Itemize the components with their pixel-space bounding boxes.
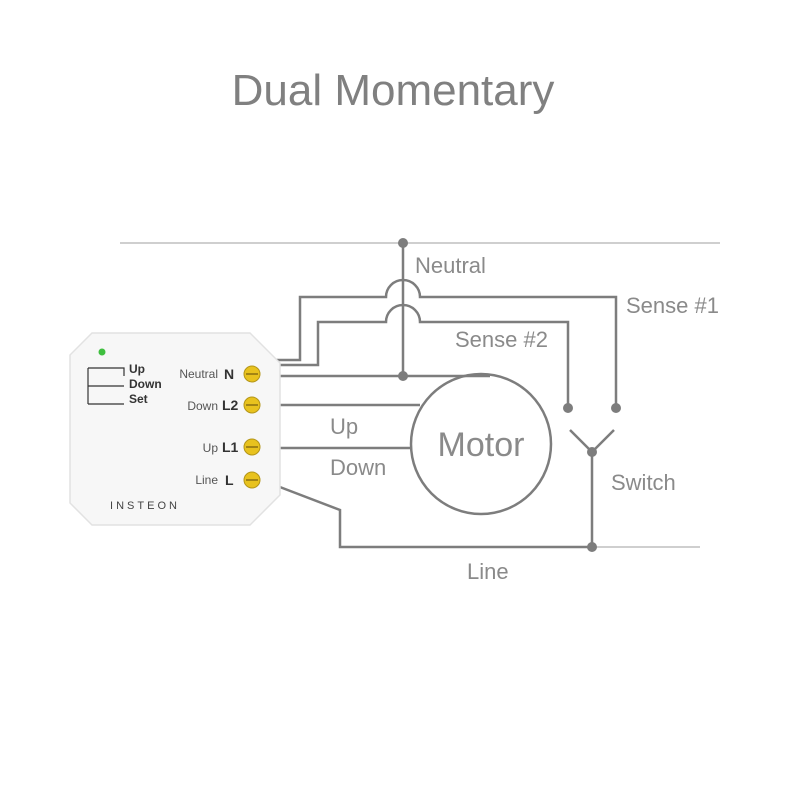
line-label: Line [467,559,509,584]
insteon-logo: INSTEON [110,500,180,512]
terminal-n-big: N [224,366,234,382]
sense2-wire [272,303,573,413]
switch-symbol [569,429,615,547]
module-buttons: Up Down Set [87,362,162,406]
line-wire [271,482,700,552]
status-led [98,348,106,356]
terminal-l-small: Line [195,473,218,487]
sense1-wire [268,278,621,413]
motor-label: Motor [438,426,525,464]
switch-label: Switch [611,470,676,495]
button-down-label[interactable]: Down [129,377,162,391]
terminal-l-big: L [225,472,234,488]
sense1-label: Sense #1 [626,293,719,318]
insteon-module: Up Down Set Neutral N Down L2 Up L1 Line… [69,332,281,526]
up-label: Up [330,414,358,439]
terminal-l1-small: Up [203,441,219,455]
button-up-label[interactable]: Up [129,362,145,376]
button-set-label[interactable]: Set [129,392,148,406]
terminal-l1-big: L1 [222,439,239,455]
diagram-title: Dual Momentary [232,66,555,115]
terminal-l2-big: L2 [222,397,239,413]
down-label: Down [330,455,386,480]
sense2-label: Sense #2 [455,327,548,352]
terminal-l2-small: Down [187,399,218,413]
terminal-n-small: Neutral [179,367,218,381]
neutral-wire [120,238,720,381]
motor-symbol [409,372,553,516]
neutral-label: Neutral [415,253,486,278]
